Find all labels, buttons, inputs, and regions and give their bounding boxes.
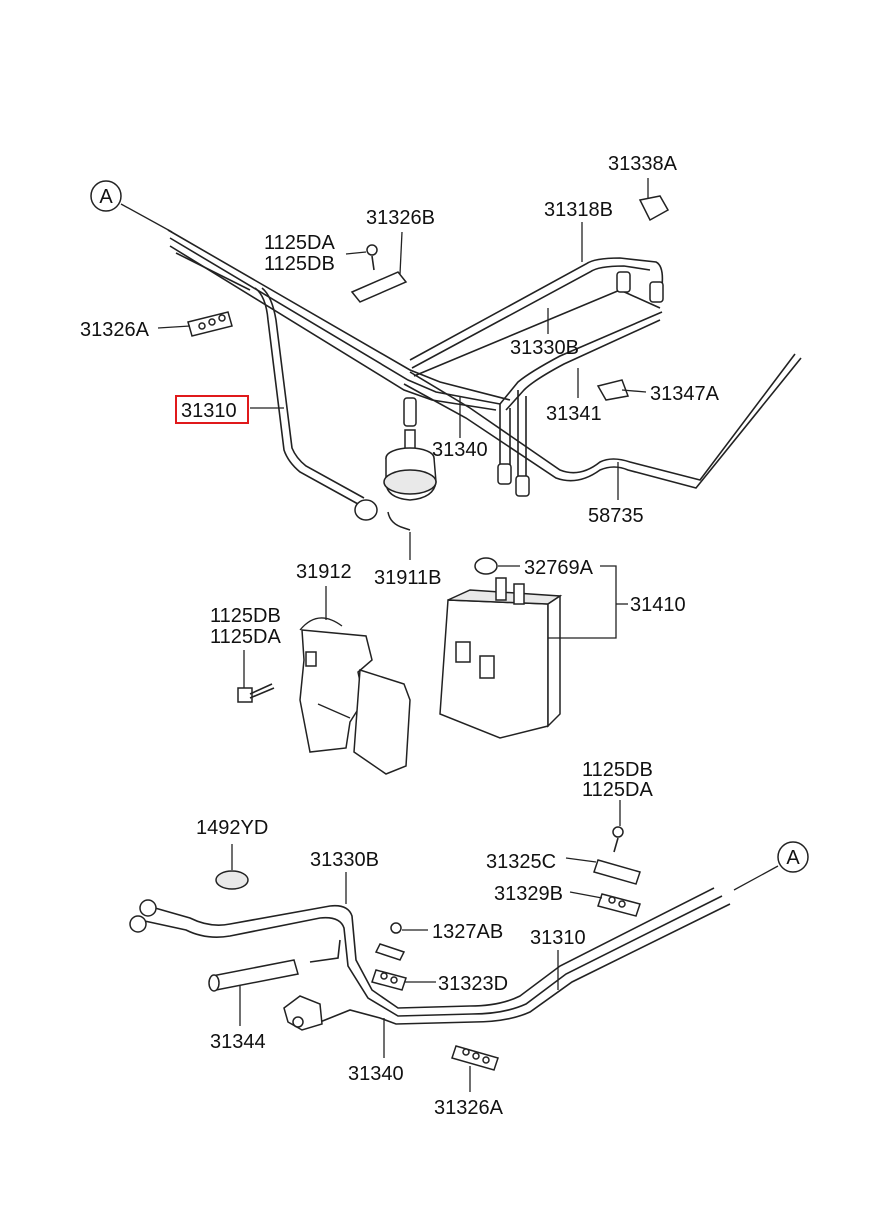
label-31310-top[interactable]: 31310 (181, 400, 237, 422)
label-31340-bottom[interactable]: 31340 (348, 1063, 404, 1085)
connector-a-top: A (90, 180, 173, 233)
label-31330B-top[interactable]: 31330B (510, 337, 579, 359)
clip-31326A-top (187, 311, 233, 337)
label-31338A[interactable]: 31338A (608, 153, 678, 175)
label-58735[interactable]: 58735 (588, 505, 644, 527)
fitting-left-ends (129, 899, 157, 933)
clip-31347A (596, 379, 630, 401)
label-31326B[interactable]: 31326B (366, 207, 435, 229)
clip-31325C (593, 859, 641, 885)
clip-31326B (350, 271, 408, 303)
label-31325C[interactable]: 31325C (486, 851, 556, 873)
vent-line-caps (497, 271, 664, 497)
bracket-31912 (299, 617, 411, 775)
label-31310-bottom[interactable]: 31310 (530, 927, 586, 949)
label-31329B[interactable]: 31329B (494, 883, 563, 905)
clip-31323D (371, 969, 407, 991)
label-31323D[interactable]: 31323D (438, 973, 508, 995)
clip-31329B (597, 893, 641, 917)
label-31326A-top[interactable]: 31326A (80, 319, 150, 341)
main-line-bundle-top (167, 229, 802, 505)
part-labels: 31338A 31318B 31326B 1125DA 1125DB 31326… (80, 153, 720, 1119)
pressure-regulator (354, 397, 437, 531)
label-1125DA-top[interactable]: 1125DA (264, 232, 335, 254)
connector-a-bottom: A (733, 841, 809, 891)
clip-31326A-bottom (451, 1045, 499, 1071)
label-1125DB-mid[interactable]: 1125DB (210, 605, 281, 627)
label-1125DA-mid[interactable]: 1125DA (210, 626, 281, 648)
label-1327AB[interactable]: 1327AB (432, 921, 503, 943)
label-31410[interactable]: 31410 (630, 594, 686, 616)
label-31326A-bottom[interactable]: 31326A (434, 1097, 504, 1119)
label-1125DB-top[interactable]: 1125DB (264, 253, 335, 275)
bolt-1125DB-right (612, 826, 624, 853)
clip-1327AB (374, 922, 406, 961)
connector-a-bottom-label: A (786, 847, 800, 869)
label-31318B[interactable]: 31318B (544, 199, 613, 221)
label-31344[interactable]: 31344 (210, 1031, 266, 1053)
label-1125DA-right[interactable]: 1125DA (582, 779, 653, 801)
label-32769A[interactable]: 32769A (524, 557, 594, 579)
label-31341[interactable]: 31341 (546, 403, 602, 425)
label-31330B-bottom[interactable]: 31330B (310, 849, 379, 871)
bolt-1125DB-mid (237, 683, 275, 703)
main-line-bundle-bottom (139, 887, 731, 1025)
label-1125DB-right[interactable]: 1125DB (582, 759, 653, 781)
leader-lines (157, 178, 649, 1092)
label-31347A[interactable]: 31347A (650, 383, 720, 405)
label-1492YD[interactable]: 1492YD (196, 817, 268, 839)
label-31340-top[interactable]: 31340 (432, 439, 488, 461)
canister-31410 (439, 557, 563, 739)
bracket-31340-bottom (283, 995, 323, 1031)
highlight-box-31310 (175, 395, 249, 424)
label-31911B[interactable]: 31911B (374, 567, 441, 589)
connector-a-top-label: A (99, 186, 113, 208)
clip-31338A (638, 195, 670, 222)
grommet-1492YD (215, 870, 249, 890)
bolt-1125DA-top (366, 244, 378, 271)
hose-31344 (208, 959, 299, 992)
label-31912[interactable]: 31912 (296, 561, 352, 583)
